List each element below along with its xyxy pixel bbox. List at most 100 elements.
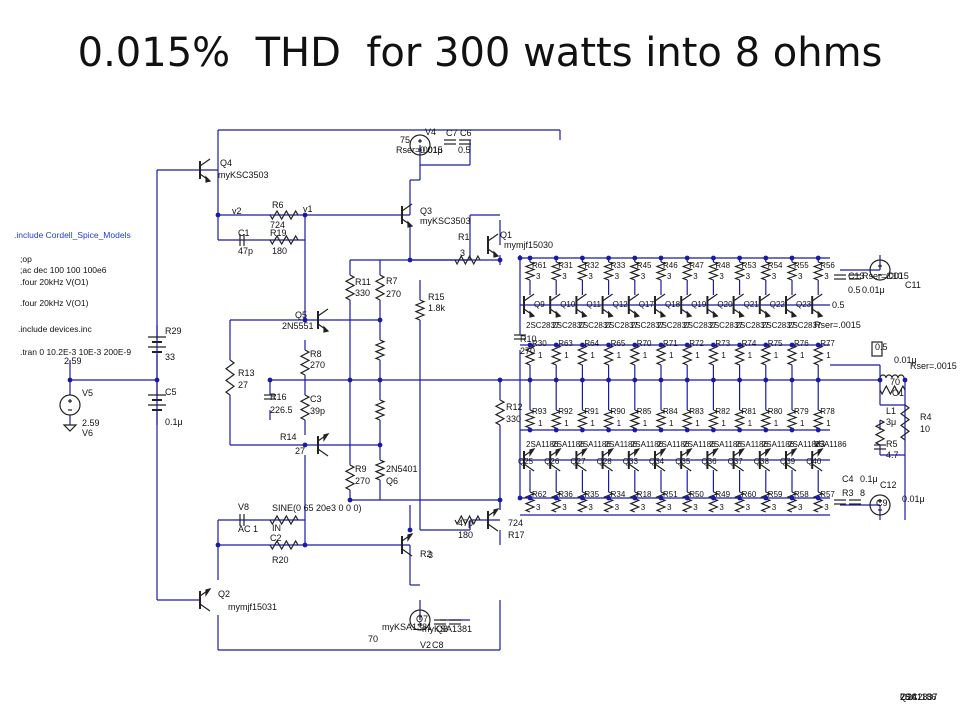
bottom-transistor-model-7: 2SA1186 (683, 440, 716, 449)
top-emitter-resistor-value-3: 3 (588, 272, 593, 281)
bottom-base-resistor-name-1: R93 (532, 407, 547, 416)
top-transistor-name-5: Q17 (639, 300, 655, 309)
junction-dot-83 (815, 427, 821, 433)
junction-dot-51 (658, 377, 664, 383)
bottom-base-resistor-value-5: 1 (643, 419, 648, 428)
bottom-transistor-model-2: 2SA1186 (552, 440, 585, 449)
label-36: R16 (270, 392, 287, 402)
resistor-r2 (454, 514, 481, 526)
resistor-top-emitter-8 (707, 261, 720, 281)
top-emitter-resistor-name-9: R53 (742, 261, 757, 270)
bottom-transistor-model-4: 2SA1186 (605, 440, 638, 449)
top-transistor-model-6: 2SC2837 (657, 321, 691, 330)
resistor-top-base-4 (603, 344, 615, 366)
resistor-r14 (299, 394, 311, 421)
junction-dot-63 (711, 427, 716, 433)
spice-directive-6: .include devices.inc (18, 324, 92, 334)
bottom-base-resistor-value-3: 1 (590, 419, 595, 428)
resistor-bottom-emitter-12 (812, 491, 824, 513)
resistor-r5 (879, 384, 906, 396)
resistor-r10 (374, 459, 386, 481)
junction-dot-15 (517, 255, 523, 261)
junction-dot-4 (302, 542, 308, 548)
label-46: R12 (506, 402, 523, 412)
resistor-top-emitter-9 (733, 261, 746, 281)
junction-dot-56 (684, 377, 690, 383)
resistor-bottom-base-9 (733, 409, 746, 429)
components (59, 134, 911, 631)
label-23: 0.5 (458, 145, 471, 155)
bottom-base-resistor-value-1: 1 (538, 419, 543, 428)
wires (69, 129, 906, 651)
label-63: R20 (272, 555, 289, 565)
junction-dot-50 (658, 495, 664, 501)
top-transistor-model-10: 2SC2837 (762, 321, 796, 330)
top-base-resistor-name-4: R65 (611, 339, 626, 348)
label-39: 39p (310, 406, 325, 416)
label-102: 0.01μ (902, 494, 925, 504)
bottom-transistor-name-3: Q27 (570, 457, 586, 466)
junction-dot-74 (789, 255, 795, 261)
junction-dot-69 (763, 255, 769, 261)
junction-dot-75 (789, 495, 795, 501)
bottom-transistor-model-9: 2SA1186 (736, 440, 769, 449)
junction-dot-32 (553, 342, 559, 348)
top-base-resistor-value-10: 1 (774, 351, 779, 360)
bottom-emitter-resistor-value-2: 3 (562, 503, 567, 512)
bottom-base-resistor-name-2: R92 (558, 407, 573, 416)
resistor-bottom-base-10 (760, 409, 772, 429)
capacitor-c12 (834, 499, 846, 505)
resistor-top-base-6 (655, 344, 667, 366)
top-transistor-model-1: 2SC2837 (526, 321, 560, 330)
junction-dot-33 (553, 427, 559, 433)
bottom-base-resistor-value-4: 1 (617, 419, 622, 428)
bottom-base-resistor-name-12: R78 (820, 407, 835, 416)
label-91: 3μ (886, 417, 896, 427)
label-73: Q7 (416, 614, 428, 624)
capacitor-c7 (444, 139, 456, 145)
output-port-o1 (871, 341, 883, 357)
bottom-base-resistor-name-11: R79 (794, 407, 809, 416)
bottom-transistor-model-8: 2SA1186 (709, 440, 742, 449)
label-81: 0.5 (848, 285, 861, 295)
spice-directive-5: .four 20kHz V(O1) (20, 298, 89, 308)
label-87: Rser=.0015 (910, 361, 957, 371)
resistor-top-emitter-6 (655, 261, 667, 281)
transistor-bottom-4 (601, 448, 614, 472)
top-base-resistor-name-12: R77 (820, 339, 835, 348)
resistor-bottom-base-6 (655, 409, 667, 429)
junction-dot-5 (347, 377, 353, 383)
resistor-r11 (344, 274, 356, 301)
bottom-emitter-resistor-name-6: R51 (663, 490, 678, 499)
capacitor-c13 (449, 619, 461, 625)
junction-dot-17 (877, 377, 883, 383)
junction-dot-72 (763, 342, 769, 348)
resistor-top-emitter-12 (812, 261, 824, 281)
junction-dot-44 (632, 255, 638, 261)
bottom-emitter-resistor-value-9: 3 (746, 503, 751, 512)
bottom-emitter-resistor-name-1: R62 (532, 490, 547, 499)
junction-dot-2 (302, 212, 308, 218)
resistor-bottom-base-12 (812, 409, 824, 429)
ground-v8 (62, 424, 78, 432)
top-emitter-resistor-value-9: 3 (746, 272, 751, 281)
resistor-bottom-base-8 (707, 409, 720, 429)
label-98: R3 (842, 488, 854, 498)
resistor-top-base-10 (760, 344, 772, 366)
label-79: C13 (848, 271, 865, 281)
junction-dot-14 (497, 257, 503, 263)
top-base-resistor-name-9: R74 (742, 339, 757, 348)
top-emitter-resistor-value-5: 3 (641, 272, 646, 281)
resistor-bottom-emitter-3 (576, 491, 588, 513)
resistor-r7 (374, 274, 386, 301)
bottom-transistor-model-5: 2SA1186 (631, 440, 664, 449)
label-58: V8 (238, 502, 249, 512)
resistor-r4 (874, 419, 886, 446)
resistor-r20 (269, 514, 299, 526)
resistor-top-base-2 (550, 344, 562, 366)
capacitor-c11 (849, 274, 861, 280)
bottom-transistor-model-3: 2SA1186 (578, 440, 611, 449)
resistor-r12 (344, 464, 356, 491)
resistor-r3 (899, 404, 911, 441)
